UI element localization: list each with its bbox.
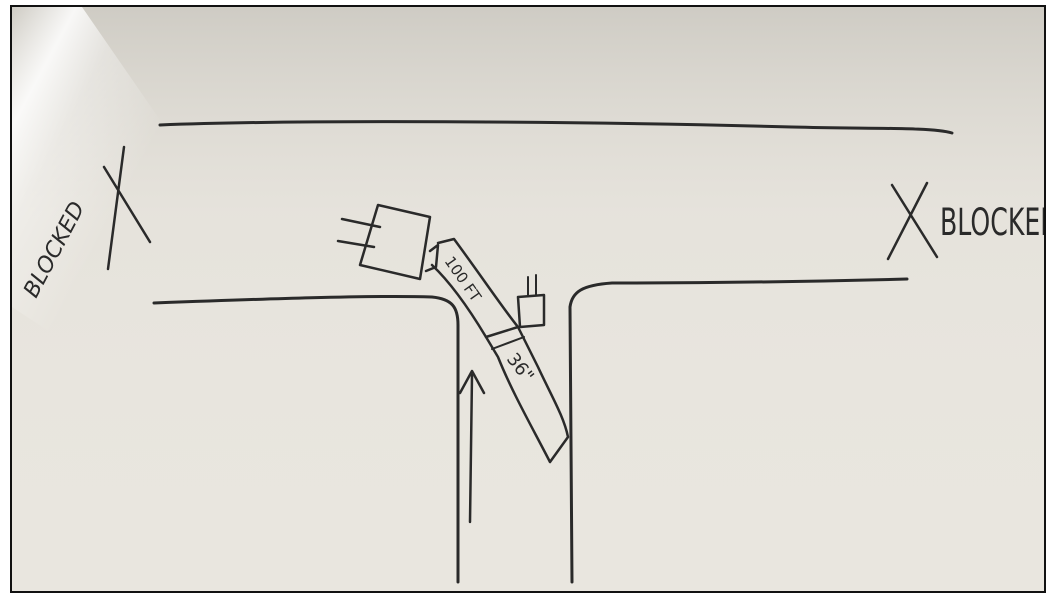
blocked-right-label: BLOCKED [940, 200, 1044, 245]
whiteboard-drawing: BLOCKED BLOCKED 100 FT 36" [12, 7, 1044, 591]
whiteboard-frame: BLOCKED BLOCKED 100 FT 36" [10, 5, 1046, 593]
